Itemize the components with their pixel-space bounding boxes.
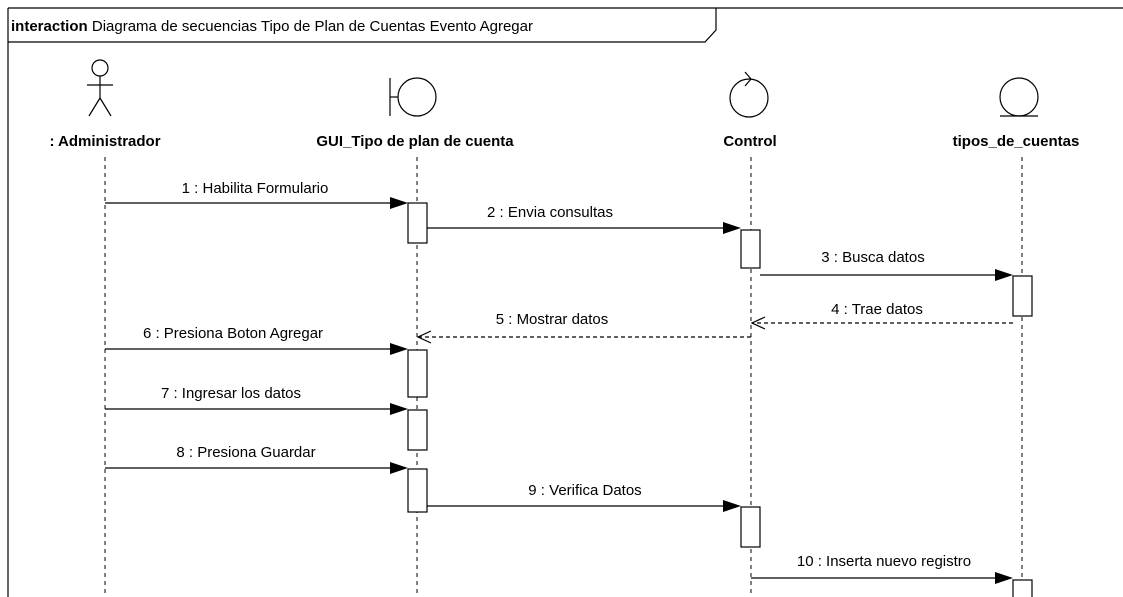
frame-name: Diagrama de secuencias Tipo de Plan de C… xyxy=(92,18,533,35)
activation-bar xyxy=(407,202,428,244)
activation-bar xyxy=(407,468,428,513)
actor-icon xyxy=(87,59,113,117)
message-7: 7 : Ingresar los datos xyxy=(105,385,408,415)
boundary-icon xyxy=(389,77,437,117)
arrow-head xyxy=(416,330,432,344)
message-label-9: 9 : Verifica Datos xyxy=(528,482,641,499)
arrow-head xyxy=(995,269,1013,281)
arrow-head xyxy=(390,462,408,474)
arrow-head xyxy=(390,343,408,355)
participant-label-gui: GUI_Tipo de plan de cuenta xyxy=(316,133,514,150)
interaction-frame: interaction Diagrama de secuencias Tipo … xyxy=(7,7,1123,597)
activation-bar xyxy=(1012,275,1033,317)
arrow-head xyxy=(723,500,741,512)
message-3: 3 : Busca datos xyxy=(760,249,1013,281)
control-icon xyxy=(729,71,769,118)
activation-bar xyxy=(407,349,428,398)
message-label-3: 3 : Busca datos xyxy=(821,249,924,266)
message-1: 1 : Habilita Formulario xyxy=(105,180,408,209)
message-label-10: 10 : Inserta nuevo registro xyxy=(797,553,971,570)
activation-bar xyxy=(740,229,761,269)
message-4: 4 : Trae datos xyxy=(750,301,1013,330)
activation-bar xyxy=(407,409,428,451)
message-label-5: 5 : Mostrar datos xyxy=(496,311,609,328)
frame-keyword: interaction xyxy=(11,18,88,35)
activation-bar xyxy=(1012,579,1033,597)
message-5: 5 : Mostrar datos xyxy=(416,311,751,344)
message-2: 2 : Envia consultas xyxy=(427,204,741,234)
arrow-head xyxy=(390,403,408,415)
message-label-2: 2 : Envia consultas xyxy=(487,204,613,221)
arrow-head xyxy=(723,222,741,234)
message-10: 10 : Inserta nuevo registro xyxy=(751,553,1013,584)
arrow-head xyxy=(995,572,1013,584)
participant-label-tipos-de-cuentas: tipos_de_cuentas xyxy=(953,133,1080,150)
entity-icon xyxy=(999,77,1039,117)
message-6: 6 : Presiona Boton Agregar xyxy=(105,325,408,355)
message-label-4: 4 : Trae datos xyxy=(831,301,923,318)
frame-title: interaction Diagrama de secuencias Tipo … xyxy=(11,18,533,35)
message-label-8: 8 : Presiona Guardar xyxy=(176,444,315,461)
message-label-7: 7 : Ingresar los datos xyxy=(161,385,301,402)
participant-label-administrador: : Administrador xyxy=(49,133,160,150)
message-label-1: 1 : Habilita Formulario xyxy=(182,180,329,197)
arrow-head xyxy=(390,197,408,209)
message-8: 8 : Presiona Guardar xyxy=(105,444,408,474)
arrow-head xyxy=(750,316,766,330)
activation-bar xyxy=(740,506,761,548)
message-label-6: 6 : Presiona Boton Agregar xyxy=(143,325,323,342)
message-9: 9 : Verifica Datos xyxy=(427,482,741,512)
participant-label-control: Control xyxy=(723,133,776,150)
